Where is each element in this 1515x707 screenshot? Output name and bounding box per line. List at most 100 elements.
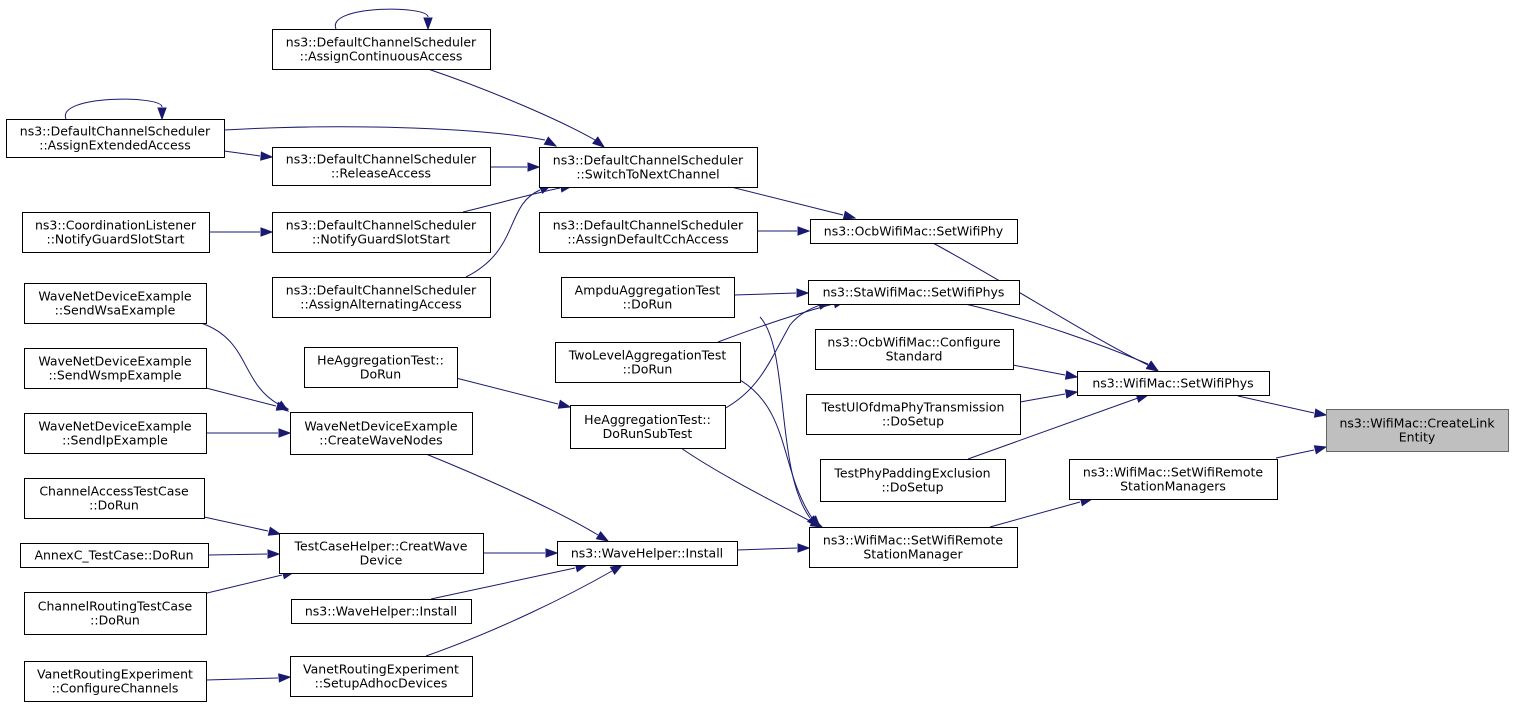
node-label-line: ::ConfigureChannels xyxy=(52,681,179,696)
function-node-configureChannels[interactable]: VanetRoutingExperiment::ConfigureChannel… xyxy=(24,661,207,702)
function-node-assignDefaultCch[interactable]: ns3::DefaultChannelScheduler::AssignDefa… xyxy=(539,212,758,253)
node-label-line: ns3::DefaultChannelScheduler xyxy=(286,218,477,233)
function-node-sendWsa[interactable]: WaveNetDeviceExample::SendWsaExample xyxy=(24,283,207,324)
node-box xyxy=(272,212,491,253)
node-label-line: TestCaseHelper::CreatWave xyxy=(294,539,468,554)
call-edge-channelAccessDoRun-to-creatWaveDevice xyxy=(203,516,282,536)
function-node-createWaveNodes[interactable]: WaveNetDeviceExample::CreateWaveNodes xyxy=(290,412,473,455)
edge-arrowhead xyxy=(1064,370,1079,380)
function-node-sendWsmp[interactable]: WaveNetDeviceExample::SendWsmpExample xyxy=(24,348,207,389)
node-label-line: ::NotifyGuardSlotStart xyxy=(312,232,450,247)
edge-line xyxy=(759,316,811,519)
function-node-assignAlternating[interactable]: ns3::DefaultChannelScheduler::AssignAlte… xyxy=(272,277,491,318)
node-label-line: ::SendIpExample xyxy=(62,433,168,448)
edge-arrowhead xyxy=(809,517,824,528)
node-label-line: VanetRoutingExperiment xyxy=(303,662,459,677)
function-node-notifyGuardCoord[interactable]: ns3::CoordinationListener::NotifyGuardSl… xyxy=(22,212,210,253)
function-node-annexCDoRun[interactable]: AnnexC_TestCase::DoRun xyxy=(20,543,209,568)
call-edge-switchToNextChannel-to-ocbSetWifiPhy xyxy=(726,185,857,220)
function-node-setupAdhoc[interactable]: VanetRoutingExperiment::SetupAdhocDevice… xyxy=(290,656,473,697)
node-box xyxy=(22,212,210,253)
node-box xyxy=(806,394,1021,435)
node-label-line: ns3::WaveHelper::Install xyxy=(571,546,723,561)
function-node-ampduDoRun[interactable]: AmpduAggregationTest::DoRun xyxy=(561,277,735,318)
call-edge-sendWsmp-to-createWaveNodes xyxy=(205,387,290,411)
edge-arrowhead xyxy=(797,543,811,553)
function-node-staSetWifiPhys[interactable]: ns3::StaWifiMac::SetWifiPhys xyxy=(808,280,1020,305)
node-label-line: HeAggregationTest:: xyxy=(317,353,444,368)
function-node-setWifiRemoteStationManagers[interactable]: ns3::WifiMac::SetWifiRemoteStationManage… xyxy=(1069,459,1278,500)
call-edge-assignExtended-to-switchToNextChannel xyxy=(223,126,558,147)
node-label-line: ::SendWsmpExample xyxy=(48,368,181,383)
node-label-line: AmpduAggregationTest xyxy=(575,283,721,298)
function-node-heDoRunSubTest[interactable]: HeAggregationTest::DoRunSubTest xyxy=(570,405,726,449)
function-node-twoLevelDoRun[interactable]: TwoLevelAggregationTest::DoRun xyxy=(555,342,741,383)
node-label-line: ::AssignExtendedAccess xyxy=(39,138,191,153)
node-label-line: DoRun xyxy=(360,367,401,382)
edge-line xyxy=(462,187,561,213)
function-node-notifyGuardSched[interactable]: ns3::DefaultChannelScheduler::NotifyGuar… xyxy=(272,212,491,253)
function-node-assignContinuous[interactable]: ns3::DefaultChannelScheduler::AssignCont… xyxy=(272,29,491,70)
node-label-line: ::SendWsaExample xyxy=(55,303,176,318)
node-box xyxy=(290,656,473,697)
node-label-line: ns3::WifiMac::CreateLink xyxy=(1339,416,1495,431)
call-edge-assignContinuous-to-switchToNextChannel xyxy=(427,68,606,148)
edge-arrowhead xyxy=(595,531,610,542)
node-label-line: ns3::DefaultChannelScheduler xyxy=(553,218,744,233)
function-node-assignExtended[interactable]: ns3::DefaultChannelScheduler::AssignExte… xyxy=(6,119,225,158)
node-box xyxy=(24,348,207,389)
edge-line xyxy=(989,501,1081,528)
node-box xyxy=(272,147,491,186)
node-label-line: Standard xyxy=(886,349,943,364)
edge-line xyxy=(465,189,541,278)
function-node-waveHelperInstall2[interactable]: ns3::WaveHelper::Install xyxy=(291,599,472,624)
node-label-line: VanetRoutingExperiment xyxy=(37,667,193,682)
edge-line xyxy=(202,574,283,595)
call-edge-notifyGuardCoord-to-notifyGuardSched xyxy=(209,227,274,237)
edge-line xyxy=(430,567,576,600)
function-node-channelRoutingDoRun[interactable]: ChannelRoutingTestCase::DoRun xyxy=(24,592,207,635)
edge-arrowhead xyxy=(592,136,606,148)
node-label-line: ns3::WifiMac::SetWifiRemote xyxy=(823,533,1003,548)
node-box xyxy=(1069,459,1278,500)
edge-line xyxy=(1275,449,1315,459)
edge-line xyxy=(223,150,261,157)
function-node-ocbSetWifiPhy[interactable]: ns3::OcbWifiMac::SetWifiPhy xyxy=(810,219,1018,244)
node-label-line: AnnexC_TestCase::DoRun xyxy=(34,548,193,563)
node-label-line: ns3::OcbWifiMac::Configure xyxy=(827,335,1001,350)
function-node-heDoRun[interactable]: HeAggregationTest::DoRun xyxy=(304,347,458,388)
call-edge-releaseAccess-to-switchToNextChannel xyxy=(490,162,541,172)
edge-arrowhead xyxy=(1313,445,1328,455)
function-node-switchToNextChannel[interactable]: ns3::DefaultChannelScheduler::SwitchToNe… xyxy=(539,147,758,188)
edge-line xyxy=(721,304,821,411)
edge-line xyxy=(205,387,277,407)
node-box xyxy=(808,280,1020,305)
function-node-channelAccessDoRun[interactable]: ChannelAccessTestCase::DoRun xyxy=(24,478,205,519)
call-edge-assignDefaultCch-to-ocbSetWifiPhy xyxy=(757,226,811,236)
node-label-line: ns3::OcbWifiMac::SetWifiPhy xyxy=(824,224,1004,239)
function-node-releaseAccess[interactable]: ns3::DefaultChannelScheduler::ReleaseAcc… xyxy=(272,147,491,186)
edge-arrowhead xyxy=(267,526,282,536)
edge-line xyxy=(223,126,546,141)
edge-line xyxy=(427,68,596,141)
edge-line xyxy=(335,8,429,30)
node-label-line: ::DoRun xyxy=(623,362,673,377)
node-label-line: ::DoRun xyxy=(89,498,139,513)
function-node-testUlOfdma[interactable]: TestUlOfdmaPhyTransmission::DoSetup xyxy=(806,394,1021,435)
edge-line xyxy=(200,322,279,405)
function-node-setWifiPhys[interactable]: ns3::WifiMac::SetWifiPhys xyxy=(1077,371,1270,396)
node-label-line: StationManagers xyxy=(1120,479,1226,494)
function-node-setWifiRemoteStationManager[interactable]: ns3::WifiMac::SetWifiRemoteStationManage… xyxy=(809,527,1018,568)
edge-arrowhead xyxy=(1064,389,1079,399)
function-node-waveHelperInstall1[interactable]: ns3::WaveHelper::Install xyxy=(557,541,738,566)
node-label-line: ns3::StaWifiMac::SetWifiPhys xyxy=(823,285,1005,300)
function-node-sendIp[interactable]: WaveNetDeviceExample::SendIpExample xyxy=(24,413,207,454)
node-box xyxy=(290,412,473,455)
call-edge-heDoRun-to-heDoRunSubTest xyxy=(455,377,572,409)
edge-line xyxy=(1237,395,1315,414)
edge-arrowhead xyxy=(545,548,559,558)
function-node-testPhyPadding[interactable]: TestPhyPaddingExclusion::DoSetup xyxy=(820,459,1006,502)
